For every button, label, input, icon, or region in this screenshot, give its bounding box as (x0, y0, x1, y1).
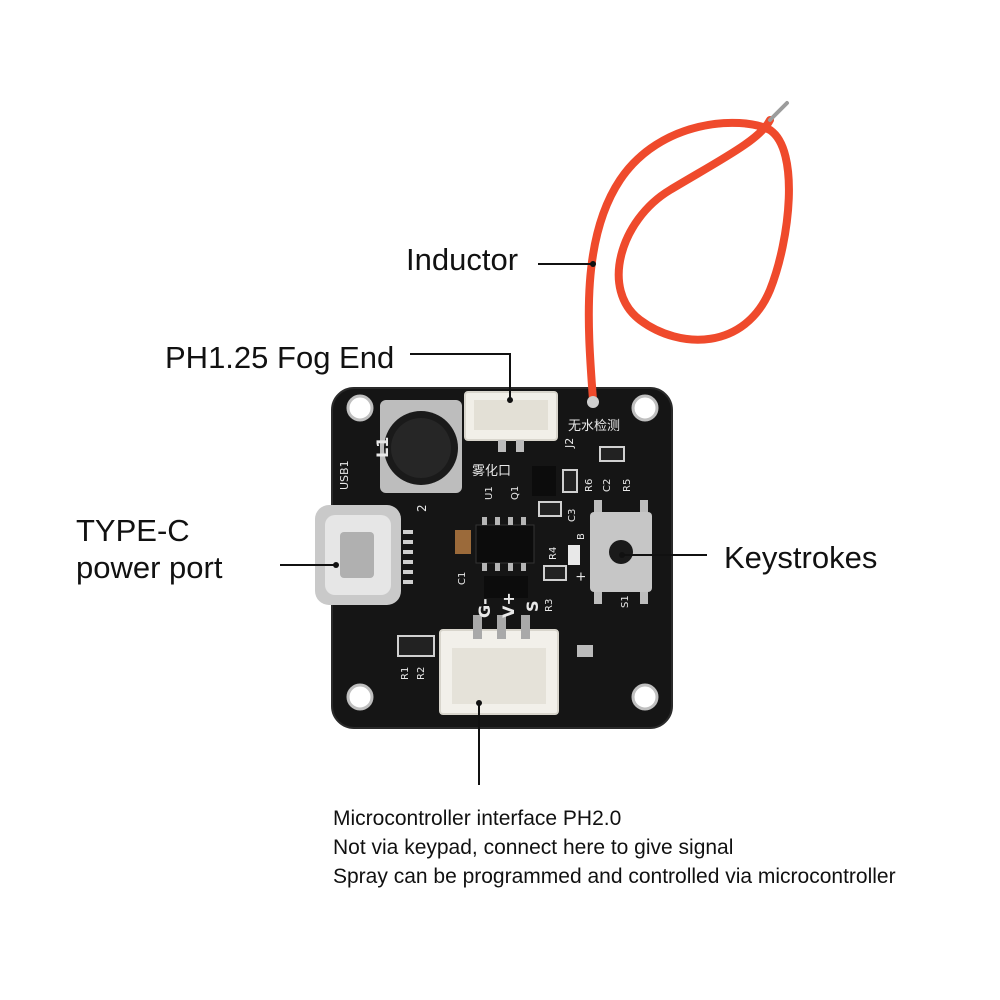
silk-two: 2 (415, 504, 429, 512)
mounting-holes (346, 394, 659, 711)
silk-c1: C1 (457, 572, 468, 585)
silk-r1: R1 (400, 667, 411, 680)
silk-l1: L1 (373, 437, 392, 458)
silk-c3: C3 (567, 509, 578, 522)
silk-r2: R2 (416, 667, 427, 680)
chip-u1 (475, 517, 535, 571)
mcu-label-line3: Spray can be programmed and controlled v… (333, 865, 896, 888)
silkscreen-text: L1 USB1 J2 无水检测 雾化口 U1 Q1 R6 C2 R5 C3 C1… (338, 419, 633, 680)
chip-2 (484, 576, 528, 598)
fog-connector (464, 391, 558, 452)
silk-j2: J2 (563, 438, 576, 449)
silk-q1: Q1 (510, 486, 521, 500)
silk-v-plus: V+ (499, 592, 518, 618)
typec-label-line1: TYPE-C (76, 513, 190, 548)
keystroke-button (590, 500, 652, 604)
silk-r4: R4 (548, 547, 559, 560)
silk-u1: U1 (484, 486, 495, 500)
silk-plus: + (574, 571, 589, 582)
mcu-label-line2: Not via keypad, connect here to give sig… (333, 836, 734, 859)
silk-no-water: 无水检测 (568, 419, 620, 434)
silk-r3: R3 (544, 599, 555, 612)
silk-r5: R5 (622, 479, 633, 492)
keystrokes-label: Keystrokes (724, 540, 878, 575)
transistor-q1 (532, 466, 556, 496)
callout-lines (280, 261, 707, 785)
silk-atomizer: 雾化口 (472, 464, 511, 479)
smd-components (397, 446, 625, 657)
inductor-component (380, 400, 462, 493)
fog-end-callout-line (410, 353, 511, 400)
silk-r6: R6 (584, 479, 595, 492)
silk-g-minus: G- (475, 598, 494, 618)
fog-end-label: PH1.25 Fog End (165, 340, 395, 375)
mcu-label-line1: Microcontroller interface PH2.0 (333, 807, 622, 830)
silk-c2: C2 (602, 479, 613, 492)
silk-b: B (576, 533, 587, 540)
typec-label-line2: power port (76, 550, 223, 585)
silk-s: S (523, 600, 542, 612)
mcu-connector (439, 615, 559, 715)
silk-usb1: USB1 (338, 460, 351, 490)
silk-s1: S1 (620, 595, 631, 608)
red-wire (584, 101, 793, 408)
usb-c-port (315, 505, 413, 605)
inductor-label: Inductor (406, 242, 519, 277)
